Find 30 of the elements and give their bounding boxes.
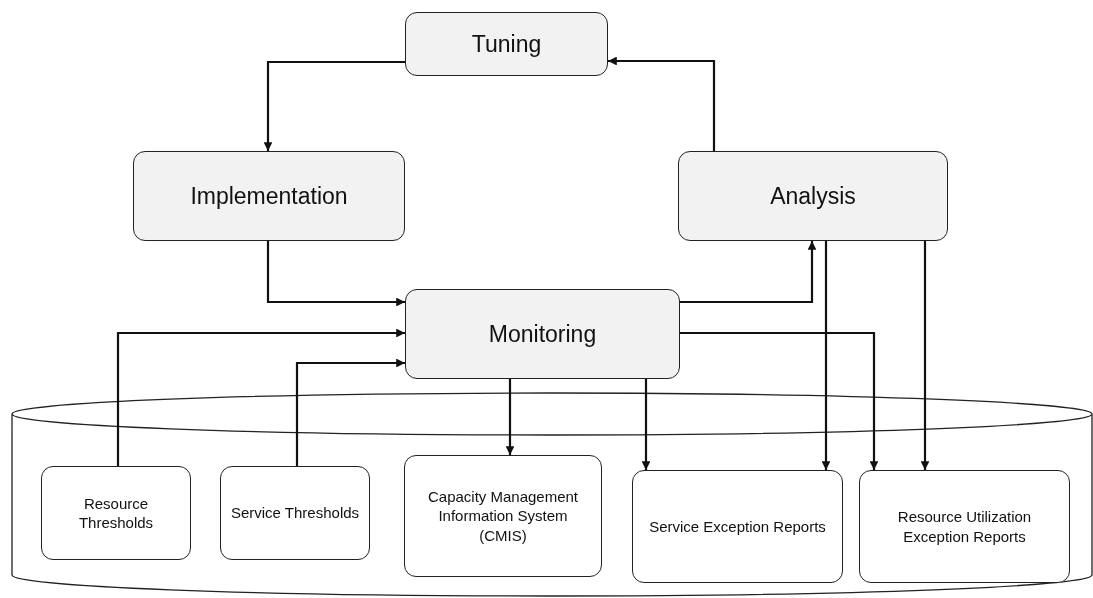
arrow	[116, 328, 405, 466]
node-label: Capacity Management Information System (CMIS)	[426, 486, 580, 546]
arrow	[266, 241, 405, 307]
arrow	[505, 379, 515, 455]
process-box	[678, 151, 948, 241]
node-label: Monitoring	[488, 320, 597, 348]
node-label: Service Exception Reports	[649, 516, 826, 537]
node-label: Implementation	[190, 182, 348, 210]
output-box	[41, 466, 191, 560]
node-label: Tuning	[471, 30, 542, 58]
output-box	[632, 470, 843, 583]
arrow	[263, 60, 405, 151]
node-label: Resource Thresholds	[77, 493, 155, 533]
output-box	[859, 470, 1070, 583]
process-box	[133, 151, 405, 241]
process-box	[405, 12, 608, 76]
arrow	[641, 379, 651, 470]
node-label: Resource Utilization Exception Reports	[896, 507, 1033, 546]
process-box	[405, 289, 680, 379]
arrow	[680, 331, 879, 470]
output-box	[220, 466, 370, 560]
database-cylinder	[12, 393, 1092, 596]
arrow	[608, 56, 716, 151]
arrow	[920, 241, 930, 470]
node-label: Service Thresholds	[230, 503, 360, 523]
arrow	[821, 241, 831, 470]
output-box	[404, 455, 602, 577]
arrow	[295, 358, 405, 466]
arrow	[680, 241, 817, 304]
node-label: Analysis	[770, 182, 856, 210]
